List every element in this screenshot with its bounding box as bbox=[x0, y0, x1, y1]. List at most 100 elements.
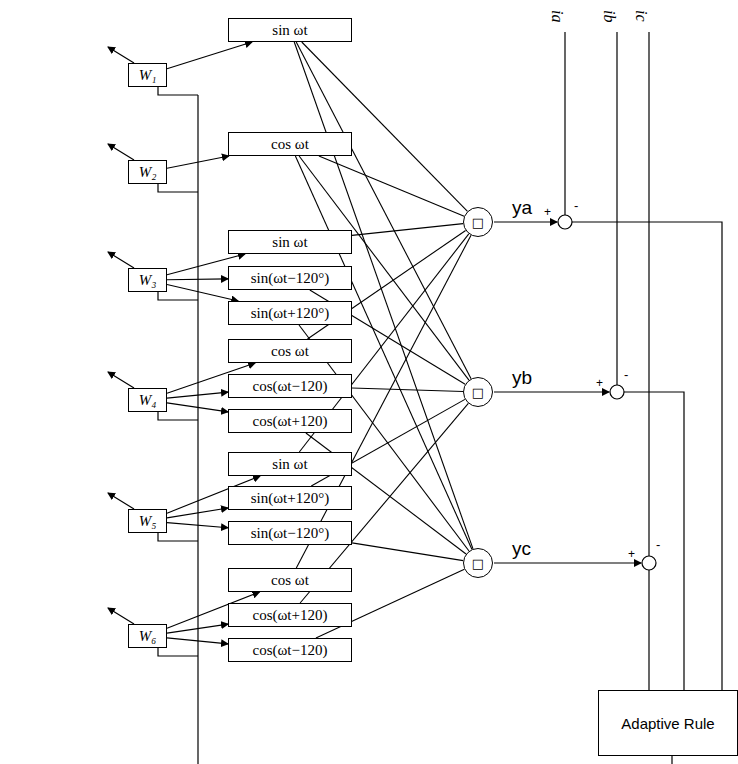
error-junction bbox=[610, 385, 624, 399]
node-text: □ bbox=[472, 385, 484, 400]
weight-box: W₄ bbox=[128, 388, 167, 412]
node-text: cos ωt bbox=[271, 136, 309, 153]
node-text: □ bbox=[472, 556, 484, 571]
bus-stub bbox=[158, 87, 198, 95]
feedback-line bbox=[671, 756, 672, 764]
node-text: cos ωt bbox=[271, 572, 309, 589]
output-arrow bbox=[494, 221, 557, 222]
basis-function-box: cos ωt bbox=[228, 339, 352, 363]
basis-function-box: sin(ωt+120°) bbox=[228, 301, 352, 325]
basis-function-box: cos ωt bbox=[228, 568, 352, 592]
connector bbox=[167, 523, 228, 528]
weight-box: W₃ bbox=[128, 268, 167, 292]
node-text: cos(ωt−120) bbox=[253, 378, 328, 395]
update-arrow bbox=[108, 608, 134, 624]
connector bbox=[296, 42, 471, 379]
basis-function-box: cos(ωt+120) bbox=[228, 603, 352, 627]
current-label: ia bbox=[549, 10, 565, 22]
basis-function-box: cos(ωt+120) bbox=[228, 409, 352, 433]
sign-label: - bbox=[656, 538, 660, 551]
current-label: ib bbox=[601, 10, 617, 22]
update-arrow bbox=[108, 47, 134, 63]
node-text: W₂ bbox=[139, 164, 157, 181]
node-text: cos(ωt+120) bbox=[253, 413, 328, 430]
basis-function-box: cos(ωt−120) bbox=[228, 638, 352, 662]
current-line bbox=[616, 32, 617, 385]
connector bbox=[167, 278, 228, 280]
basis-function-box: sin(ωt−120°) bbox=[228, 266, 352, 290]
weight-box: W₂ bbox=[128, 160, 167, 184]
connector bbox=[167, 638, 228, 644]
bus-stub bbox=[158, 412, 198, 420]
sign-label: - bbox=[574, 199, 578, 212]
basis-function-box: sin ωt bbox=[228, 230, 352, 254]
node-text: Adaptive Rule bbox=[621, 715, 714, 732]
node-text: sin(ωt−120°) bbox=[251, 525, 330, 542]
node-text: sin(ωt+120°) bbox=[251, 490, 330, 507]
summing-neuron: □ bbox=[463, 377, 493, 407]
bus-stub bbox=[158, 648, 198, 656]
output-arrow bbox=[494, 562, 641, 563]
connector bbox=[167, 42, 252, 69]
current-line bbox=[648, 32, 649, 556]
weight-box: W₁ bbox=[128, 63, 167, 87]
update-arrow bbox=[108, 252, 134, 268]
error-line bbox=[624, 392, 684, 690]
node-text: W₄ bbox=[139, 392, 157, 409]
connector bbox=[167, 508, 228, 518]
update-arrow bbox=[108, 493, 134, 509]
connector bbox=[167, 403, 228, 412]
summing-neuron: □ bbox=[463, 548, 493, 578]
basis-function-box: sin(ωt−120°) bbox=[228, 521, 352, 545]
node-text: W₅ bbox=[139, 513, 157, 530]
update-arrow bbox=[108, 144, 134, 160]
summing-neuron: □ bbox=[463, 207, 493, 237]
bus-stub bbox=[158, 533, 198, 541]
connector bbox=[167, 392, 228, 398]
output-label: yb bbox=[512, 368, 532, 387]
basis-function-box: sin ωt bbox=[228, 452, 352, 476]
output-label: yc bbox=[512, 539, 531, 558]
error-line bbox=[572, 222, 722, 690]
node-text: sin(ωt+120°) bbox=[251, 305, 330, 322]
node-text: W₃ bbox=[139, 272, 157, 289]
connector bbox=[319, 156, 464, 216]
connector bbox=[352, 388, 463, 392]
node-text: W₁ bbox=[139, 67, 157, 84]
sign-label: - bbox=[624, 368, 628, 381]
connector bbox=[167, 624, 228, 633]
feedback-bus bbox=[197, 95, 198, 764]
output-label: ya bbox=[512, 198, 532, 217]
node-text: sin ωt bbox=[272, 22, 307, 39]
bus-stub bbox=[158, 184, 198, 192]
basis-function-box: cos ωt bbox=[228, 132, 352, 156]
weight-box: W₅ bbox=[128, 509, 167, 533]
node-text: cos ωt bbox=[271, 343, 309, 360]
basis-function-box: cos(ωt−120) bbox=[228, 374, 352, 398]
bus-stub bbox=[158, 292, 198, 300]
update-arrow bbox=[108, 372, 134, 388]
node-text: sin ωt bbox=[272, 456, 307, 473]
connector bbox=[352, 543, 463, 561]
error-junction bbox=[642, 556, 656, 570]
node-text: sin(ωt−120°) bbox=[251, 270, 330, 287]
sign-label: + bbox=[544, 206, 551, 218]
connector bbox=[302, 42, 468, 211]
basis-function-box: sin(ωt+120°) bbox=[228, 486, 352, 510]
error-junction bbox=[558, 215, 572, 229]
output-arrow bbox=[494, 391, 609, 392]
adaptive-rule-box: Adaptive Rule bbox=[598, 690, 738, 756]
weight-box: W₆ bbox=[128, 624, 167, 648]
sign-label: + bbox=[628, 548, 635, 560]
node-text: W₆ bbox=[139, 628, 157, 645]
error-line bbox=[648, 570, 649, 690]
connector bbox=[352, 224, 463, 236]
current-line bbox=[564, 32, 565, 215]
sign-label: + bbox=[596, 377, 603, 389]
current-label: ic bbox=[633, 10, 649, 22]
node-text: sin ωt bbox=[272, 234, 307, 251]
node-text: cos(ωt−120) bbox=[253, 642, 328, 659]
